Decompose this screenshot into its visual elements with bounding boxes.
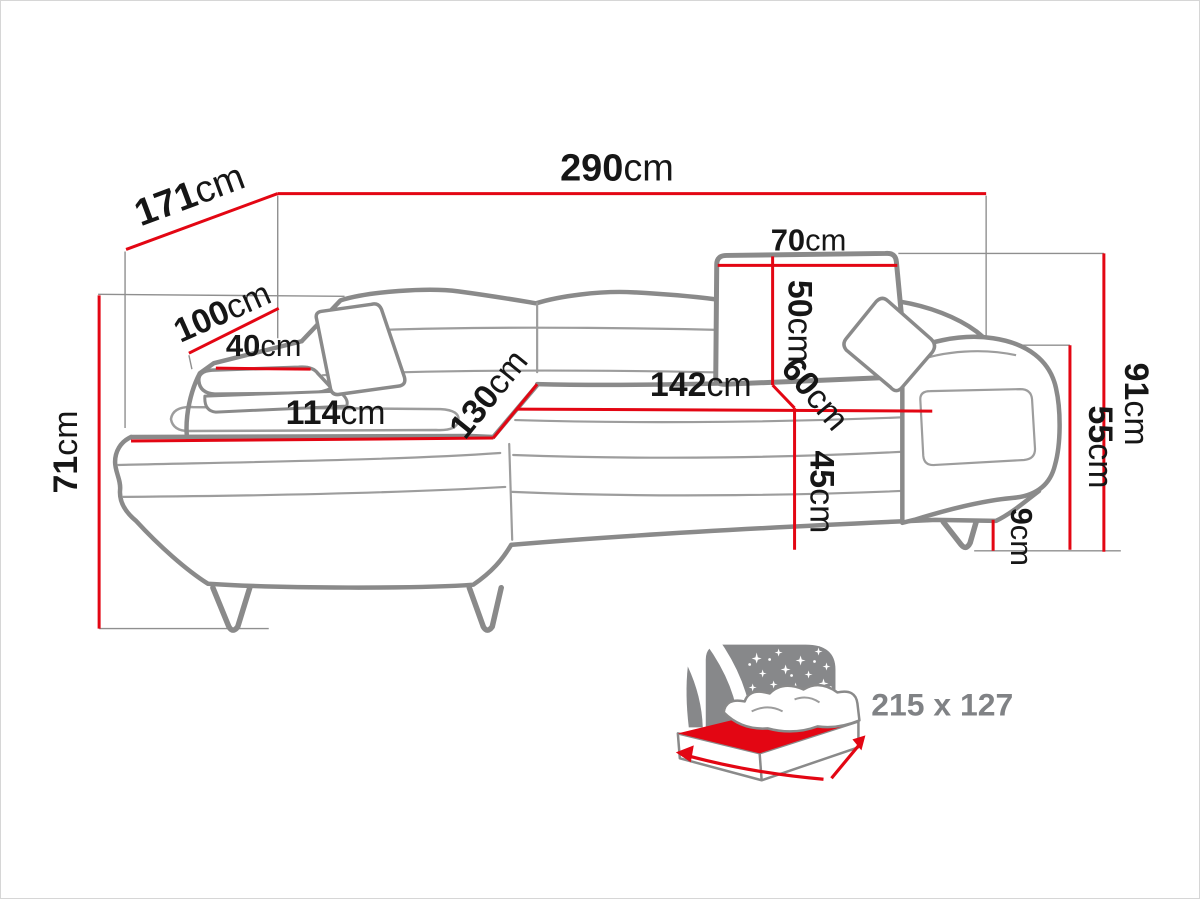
leg-front-right: [466, 584, 504, 633]
dim-line-chaise-length: [131, 436, 494, 443]
dim-line-chaise-width: [492, 383, 539, 439]
chaise-front-top-edge: [128, 433, 473, 440]
dim-line-armrest-top-width: [215, 366, 311, 371]
pillow-left: [314, 302, 407, 397]
sofa-legs: [210, 519, 979, 633]
dim-label-armrest-top-width: 40cm: [226, 328, 302, 363]
leg-front-left: [210, 584, 253, 633]
dim-label-back-height: 91cm: [1117, 363, 1155, 446]
dim-label-overall-width: 290cm: [560, 148, 674, 190]
sleeping-area-size: 215 x 127: [871, 686, 1013, 722]
pillow-right: [842, 296, 937, 393]
dim-label-arm-height: 55cm: [1081, 406, 1119, 489]
sofa-bottom-edge: [509, 488, 1042, 548]
dim-label-chaise-width: 130cm: [442, 343, 536, 446]
sleeping-function-icon: 215 x 127: [675, 634, 1013, 782]
dim-label-armrest-height: 71cm: [47, 411, 85, 494]
arrow-head-right: [852, 735, 866, 751]
dim-label-seat-width: 142cm: [650, 366, 752, 404]
dim-line-seat-depth: [771, 384, 796, 410]
dim-label-chaise-length: 114cm: [286, 394, 386, 432]
duvet: [722, 683, 861, 733]
chaise-outline: [112, 434, 514, 590]
dim-label-leg-height: 9cm: [1004, 508, 1039, 566]
dim-label-headrest-width: 70cm: [771, 222, 847, 257]
dim-line-chaise-depth: [188, 306, 280, 355]
dim-line-seat-width: [516, 407, 933, 413]
right-armrest: [900, 334, 1062, 526]
dim-label-headrest-height: 50cm: [781, 280, 819, 363]
dim-label-overall-depth: 171cm: [129, 156, 250, 235]
sofa-drawing: [112, 250, 1062, 633]
dimension-lines: [97, 192, 1106, 629]
dim-label-seat-height: 45cm: [803, 450, 841, 533]
size-arrows: [675, 735, 866, 781]
left-armrest-top: [197, 365, 334, 396]
arrow-head-left: [675, 745, 694, 763]
leg-right: [940, 519, 979, 551]
dim-line-overall-depth: [125, 192, 279, 251]
